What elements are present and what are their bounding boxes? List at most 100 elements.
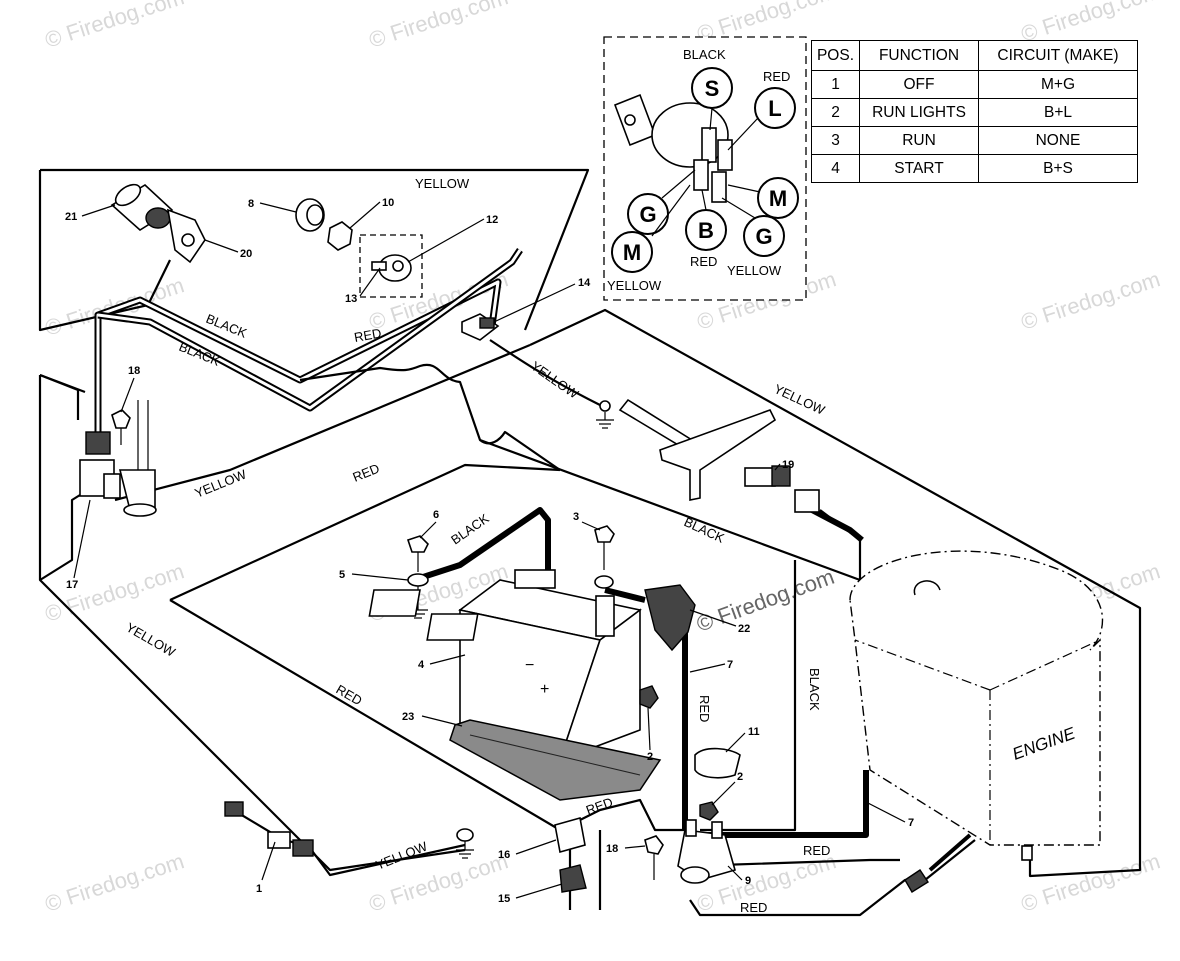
label-black-vertical: BLACK bbox=[807, 668, 822, 711]
callout-18: 18 bbox=[606, 843, 618, 855]
label-red-solenoid: RED bbox=[803, 843, 830, 858]
label-yellow-lower-left: YELLOW bbox=[124, 620, 179, 660]
wire-yellow-right bbox=[529, 308, 1142, 878]
callout-21: 21 bbox=[65, 211, 77, 223]
callout-8: 8 bbox=[248, 198, 254, 210]
svg-text:M: M bbox=[623, 240, 641, 265]
label-yellow-diag: YELLOW bbox=[528, 358, 582, 402]
part-22-boot bbox=[644, 584, 696, 652]
wire-yellow-left-2 bbox=[39, 373, 81, 581]
label-yellow-top: YELLOW bbox=[415, 176, 470, 191]
cable-black-engine bbox=[700, 770, 869, 838]
label-yellow-bottom: YELLOW bbox=[374, 838, 431, 872]
callout-16: 16 bbox=[498, 849, 510, 861]
svg-text:B: B bbox=[698, 218, 714, 243]
callout-22: 22 bbox=[738, 623, 750, 635]
part-callouts: 21 20 8 10 12 13 14 18 17 19 6 5 3 4 23 … bbox=[65, 197, 914, 905]
terminal-S: S bbox=[691, 67, 733, 109]
cell-circuit: B+L bbox=[978, 98, 1138, 127]
callout-17: 17 bbox=[66, 579, 78, 591]
wire-yellow-top-loop bbox=[38, 168, 590, 332]
terminal-G-left: G bbox=[627, 193, 669, 235]
callout-23: 23 bbox=[402, 711, 414, 723]
cell-function: START bbox=[859, 154, 979, 183]
table-row: 3 RUN NONE bbox=[811, 126, 1138, 155]
watermark: © Firedog.com bbox=[42, 0, 187, 53]
terminal-L: L bbox=[754, 87, 796, 129]
callout-2: 2 bbox=[737, 771, 743, 783]
part-2-nut bbox=[699, 801, 719, 821]
part-18-screw bbox=[111, 409, 131, 445]
ks-label-yellow-right: YELLOW bbox=[727, 263, 782, 278]
label-yellow-right: YELLOW bbox=[772, 381, 828, 418]
callout-18: 18 bbox=[128, 365, 140, 377]
callout-19: 19 bbox=[782, 459, 794, 471]
part-14-connector bbox=[461, 313, 500, 341]
part-2-terminal bbox=[639, 685, 659, 709]
cable-red-battery bbox=[604, 587, 646, 603]
cell-pos: 1 bbox=[811, 70, 860, 99]
cell-pos: 3 bbox=[811, 126, 860, 155]
terminal-B: B bbox=[685, 209, 727, 251]
watermark-center: © Firedog.com bbox=[693, 564, 837, 637]
header-function: FUNCTION bbox=[859, 40, 979, 71]
label-black-right: BLACK bbox=[682, 514, 727, 546]
switch-function-table: POS. FUNCTION CIRCUIT (MAKE) 1 OFF M+G 2… bbox=[811, 40, 1138, 183]
cell-pos: 4 bbox=[811, 154, 860, 183]
part-16-connector bbox=[554, 816, 586, 854]
part-4-battery: − + bbox=[368, 569, 642, 762]
part-9-solenoid bbox=[677, 819, 736, 884]
callout-13: 13 bbox=[345, 293, 357, 305]
svg-text:G: G bbox=[639, 202, 656, 227]
callout-20: 20 bbox=[240, 248, 252, 260]
ground-symbol-lower bbox=[456, 828, 474, 859]
cell-function: RUN bbox=[859, 126, 979, 155]
wire-yellow-diag bbox=[489, 339, 601, 406]
label-red-upper: RED bbox=[353, 325, 383, 345]
callout-14: 14 bbox=[578, 277, 591, 289]
parts: − + bbox=[79, 183, 1104, 893]
part-19-bracket bbox=[618, 398, 820, 513]
cell-function: RUN LIGHTS bbox=[859, 98, 979, 127]
part-15-switch bbox=[559, 864, 587, 893]
cell-circuit: NONE bbox=[978, 126, 1138, 155]
ks-label-red-bottom: RED bbox=[690, 254, 717, 269]
label-red-mid: RED bbox=[351, 461, 382, 485]
svg-text:+: + bbox=[540, 681, 549, 698]
label-red-vertical: RED bbox=[697, 695, 712, 722]
cell-circuit: B+S bbox=[978, 154, 1138, 183]
svg-text:−: − bbox=[525, 657, 534, 674]
callout-7: 7 bbox=[908, 817, 914, 829]
table-row: 4 START B+S bbox=[811, 154, 1138, 183]
engine-connector bbox=[904, 833, 972, 893]
cell-circuit: M+G bbox=[978, 70, 1138, 99]
watermark: © Firedog.com bbox=[42, 848, 187, 916]
part-3-bolt bbox=[594, 525, 615, 589]
wire-red-solenoid bbox=[719, 858, 900, 867]
ks-label-red-top: RED bbox=[763, 69, 790, 84]
callout-9: 9 bbox=[745, 875, 751, 887]
table-header-row: POS. FUNCTION CIRCUIT (MAKE) bbox=[811, 40, 1138, 71]
terminal-M-left: M bbox=[611, 231, 653, 273]
terminal-M-right: M bbox=[757, 177, 799, 219]
wire-harness-1 bbox=[229, 807, 466, 877]
part-12-13-keyswitch-box bbox=[359, 234, 423, 298]
watermark: © Firedog.com bbox=[1018, 266, 1163, 334]
wire-black-right-heavy bbox=[810, 507, 864, 543]
label-red-bottom: RED bbox=[740, 900, 767, 915]
part-23-battery-tray bbox=[449, 719, 662, 801]
watermark: © Firedog.com bbox=[42, 558, 187, 626]
cell-pos: 2 bbox=[811, 98, 860, 127]
callout-3: 3 bbox=[573, 511, 579, 523]
label-red-lower: RED bbox=[334, 682, 365, 709]
callout-5: 5 bbox=[339, 569, 345, 581]
svg-text:G: G bbox=[755, 224, 772, 249]
callout-11: 11 bbox=[748, 726, 760, 738]
label-black-2: BLACK bbox=[177, 339, 222, 369]
header-pos: POS. bbox=[811, 40, 860, 71]
part-10-nut bbox=[327, 221, 353, 251]
table-row: 1 OFF M+G bbox=[811, 70, 1138, 99]
part-11-cap bbox=[694, 747, 741, 779]
part-18-screw-lower bbox=[644, 835, 664, 880]
